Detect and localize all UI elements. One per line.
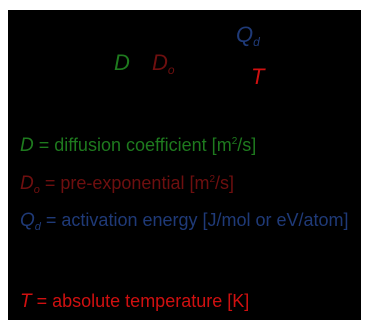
symbol-D0: Do <box>152 50 175 77</box>
definition-D0-text-after: /s] <box>215 173 235 193</box>
definition-D0-symbol: D <box>20 173 34 194</box>
definition-D-symbol: D <box>20 135 34 156</box>
symbol-D0-sub: o <box>167 63 175 77</box>
symbol-D: D <box>114 52 130 74</box>
symbol-Qd-base: Q <box>236 22 254 47</box>
symbol-D-text: D <box>114 50 130 75</box>
definition-D0: Do = pre-exponential [m2/s] <box>20 174 234 196</box>
diffusion-slide: D Do Qd T D = diffusion coefficient [m2/… <box>8 10 361 320</box>
definition-D-text-after: /s] <box>237 135 257 155</box>
definition-D0-sup: 2 <box>209 174 216 185</box>
definition-D0-sub: o <box>33 184 40 196</box>
symbol-T-text: T <box>251 64 265 89</box>
symbol-D0-base: D <box>152 50 168 75</box>
symbol-Qd-sub: d <box>253 35 260 49</box>
symbol-T: T <box>251 66 264 88</box>
definition-T-text: = absolute temperature [K] <box>31 291 250 311</box>
definition-D-sup: 2 <box>231 136 238 147</box>
definition-D: D = diffusion coefficient [m2/s] <box>20 136 256 155</box>
definition-T: T = absolute temperature [K] <box>20 292 249 311</box>
definition-D0-text: = pre-exponential [m <box>39 173 210 193</box>
definition-Qd: Qd = activation energy [J/mol or eV/atom… <box>20 211 349 233</box>
definition-Qd-text: = activation energy [J/mol or eV/atom] <box>40 210 349 230</box>
definition-Qd-sub: d <box>34 221 41 233</box>
definition-T-symbol: T <box>20 291 32 312</box>
definition-D-text: = diffusion coefficient [m <box>33 135 232 155</box>
definition-Qd-symbol: Q <box>20 210 35 231</box>
symbol-Qd: Qd <box>236 22 260 49</box>
